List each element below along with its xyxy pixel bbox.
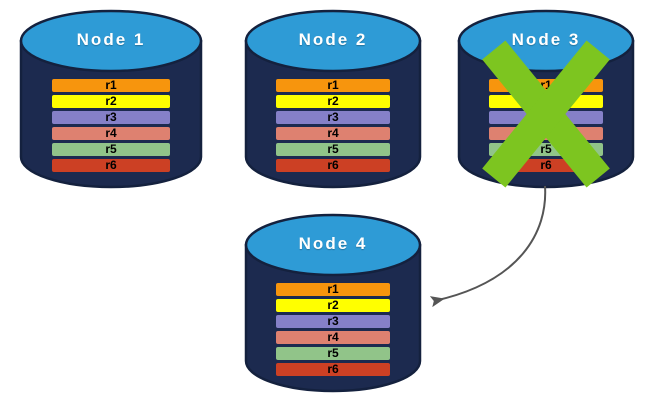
data-row-r1[interactable]: r1	[489, 79, 603, 92]
data-row-r1[interactable]: r1	[276, 79, 390, 92]
data-row-r5[interactable]: r5	[276, 347, 390, 360]
data-row-r5[interactable]: r5	[276, 143, 390, 156]
data-row-r1[interactable]: r1	[52, 79, 170, 92]
data-row-r4[interactable]: r4	[52, 127, 170, 140]
cylinder-top-disc	[457, 9, 635, 73]
cylinder-top-disc	[244, 9, 422, 73]
cylinder-top-disc	[19, 9, 203, 73]
data-row-r3[interactable]: r3	[276, 315, 390, 328]
data-row-r1[interactable]: r1	[276, 283, 390, 296]
data-row-r5[interactable]: r5	[489, 143, 603, 156]
recovery-arrow-path	[429, 185, 547, 308]
data-row-r4[interactable]: r4	[489, 127, 603, 140]
data-row-r4[interactable]: r4	[276, 127, 390, 140]
cylinder-top-disc	[244, 213, 422, 277]
data-row-r4[interactable]: r4	[276, 331, 390, 344]
data-row-r3[interactable]: r3	[52, 111, 170, 124]
data-row-r6[interactable]: r6	[489, 159, 603, 172]
data-row-r2[interactable]: r2	[52, 95, 170, 108]
data-row-r2[interactable]: r2	[489, 95, 603, 108]
data-row-r3[interactable]: r3	[489, 111, 603, 124]
data-row-r6[interactable]: r6	[276, 159, 390, 172]
data-row-r6[interactable]: r6	[52, 159, 170, 172]
data-row-r6[interactable]: r6	[276, 363, 390, 376]
data-row-r3[interactable]: r3	[276, 111, 390, 124]
data-row-r2[interactable]: r2	[276, 299, 390, 312]
data-row-r5[interactable]: r5	[52, 143, 170, 156]
data-row-r2[interactable]: r2	[276, 95, 390, 108]
